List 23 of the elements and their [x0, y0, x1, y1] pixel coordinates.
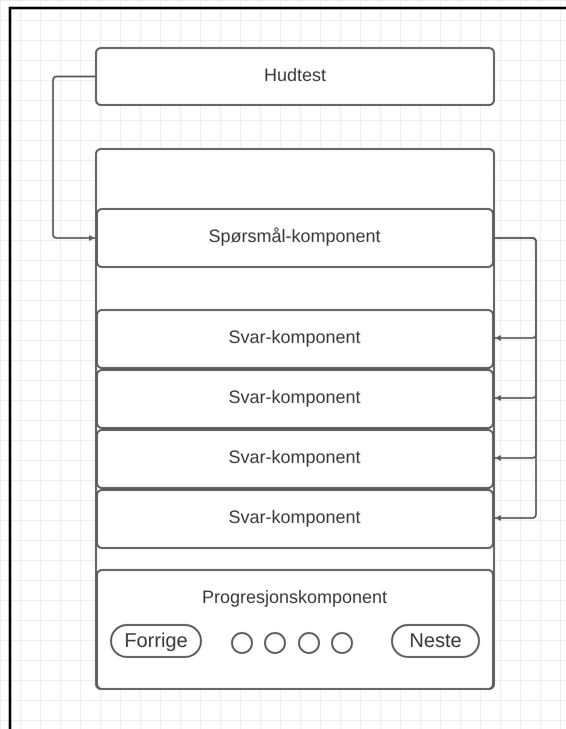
component-box	[96, 208, 494, 268]
component-label: Hudtest	[262, 64, 328, 86]
arrow	[494, 237, 537, 521]
component-box	[96, 368, 494, 428]
component-label: Progresjonskomponent	[200, 586, 388, 608]
container-box	[95, 148, 495, 690]
component-box	[96, 428, 494, 488]
progress-dot	[231, 632, 253, 654]
pill-button: Forrige	[110, 624, 202, 658]
pill-button: Neste	[391, 624, 480, 658]
arrow	[52, 76, 95, 241]
component-label: Svar-komponent	[227, 386, 362, 408]
component-box	[95, 47, 495, 106]
progress-dot	[298, 632, 320, 654]
component-box	[96, 488, 494, 548]
component-label: Svar-komponent	[227, 326, 362, 348]
component-label: Spørsmål-komponent	[207, 226, 382, 246]
component-label: Svar-komponent	[227, 446, 362, 468]
component-box	[96, 568, 494, 690]
component-label: Svar-komponent	[227, 506, 362, 528]
progress-dot	[331, 632, 353, 654]
component-box	[96, 308, 494, 368]
progress-dot	[264, 632, 286, 654]
